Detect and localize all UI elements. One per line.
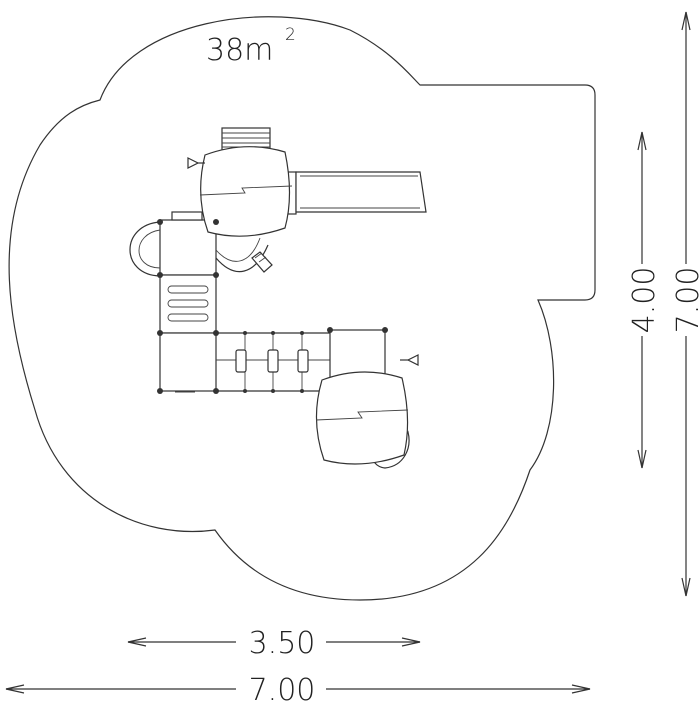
dimension-height-inner: 4.00 — [627, 131, 662, 469]
lower-module — [159, 332, 217, 392]
posts — [157, 219, 388, 394]
dimension-width-outer: 7.00 — [5, 673, 591, 702]
svg-text:4.00: 4.00 — [627, 267, 662, 334]
area-exponent: 2 — [285, 25, 296, 45]
ladder-top — [221, 127, 271, 151]
svg-text:3.50: 3.50 — [249, 626, 316, 661]
curved-tube — [129, 221, 161, 277]
svg-text:7.00: 7.00 — [671, 267, 700, 334]
svg-text:7.00: 7.00 — [249, 673, 316, 702]
upper-tower-edge — [171, 211, 203, 221]
handle-ornament-top — [187, 157, 205, 169]
handle-ornament-bottom — [400, 354, 419, 366]
dimension-width-inner: 3.50 — [127, 626, 421, 661]
curved-bridge — [215, 244, 269, 273]
safety-zone-outline — [8, 16, 596, 601]
dimension-height-outer: 7.00 — [671, 11, 700, 597]
roof-top — [200, 146, 291, 237]
slide — [287, 171, 427, 215]
telescope-icon — [251, 251, 273, 273]
panel-slots — [167, 285, 209, 322]
right-tower-platform — [329, 329, 386, 379]
horizontal-ladder — [216, 332, 330, 392]
area-label: 38m — [206, 33, 273, 68]
